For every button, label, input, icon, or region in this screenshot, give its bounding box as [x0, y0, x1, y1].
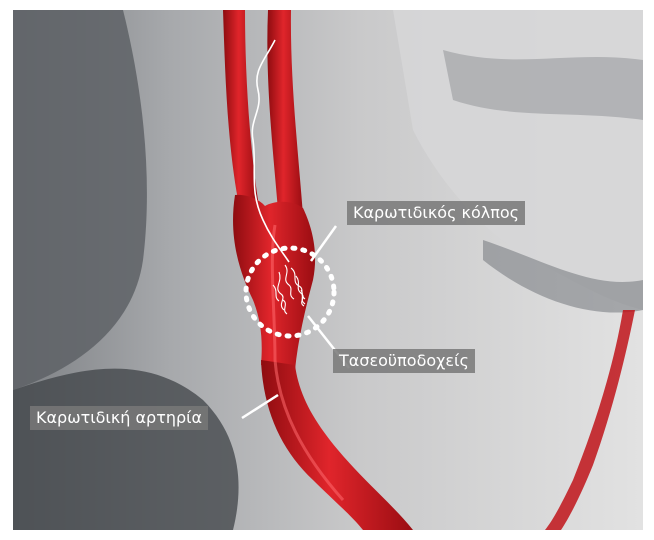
neck-artery-drawing	[13, 10, 643, 530]
carotid-artery-label: Καρωτιδική αρτηρία	[30, 406, 208, 430]
anatomy-illustration	[13, 10, 643, 530]
baroreceptors-label: Τασεοϋποδοχείς	[333, 349, 475, 373]
carotid-sinus-label: Καρωτιδικός κόλπος	[347, 201, 525, 225]
